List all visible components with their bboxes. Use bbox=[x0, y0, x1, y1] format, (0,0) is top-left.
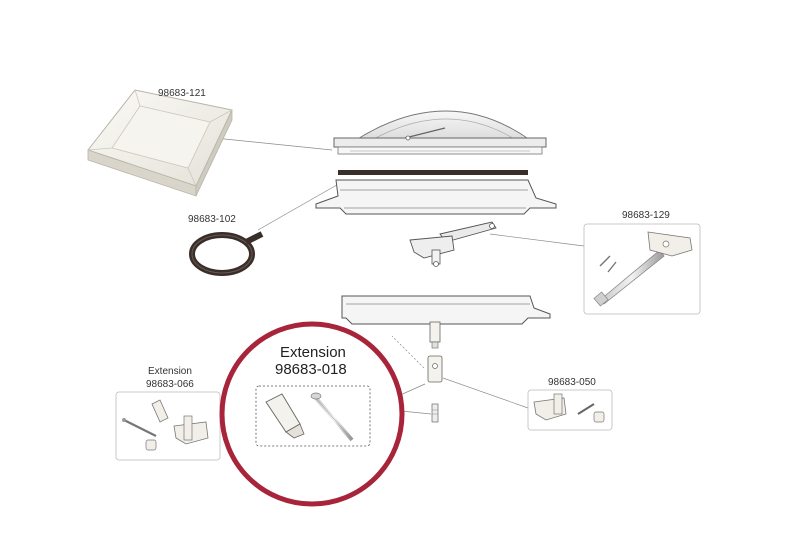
crank-handle-part-number: 98683-129 bbox=[622, 210, 670, 221]
vent-cover bbox=[87, 89, 233, 197]
upper-frame bbox=[315, 179, 557, 215]
crank-arm bbox=[409, 221, 497, 267]
extension-rod bbox=[310, 392, 354, 442]
dome-lid bbox=[333, 110, 547, 155]
extension-sleeve bbox=[265, 393, 305, 439]
cover-part-number: 98683-121 bbox=[158, 88, 206, 99]
lower-frame bbox=[341, 295, 551, 325]
shaft-hardware bbox=[427, 321, 443, 423]
extension-zoom-part-number: 98683-018 bbox=[275, 361, 347, 378]
gasket-strip bbox=[338, 170, 528, 175]
knob-kit-box bbox=[527, 389, 613, 431]
gasket-roll bbox=[189, 231, 264, 276]
extension-kit-box bbox=[115, 391, 221, 461]
extension-left-part-number: 98683-066 bbox=[146, 379, 194, 390]
gasket-part-number: 98683-102 bbox=[188, 214, 236, 225]
extension-left-title: Extension bbox=[148, 366, 192, 377]
crank-handle-box bbox=[583, 223, 701, 315]
extension-zoom-title: Extension bbox=[280, 344, 346, 361]
knob-kit-part-number: 98683-050 bbox=[548, 377, 596, 388]
zoom-callout bbox=[219, 321, 405, 507]
